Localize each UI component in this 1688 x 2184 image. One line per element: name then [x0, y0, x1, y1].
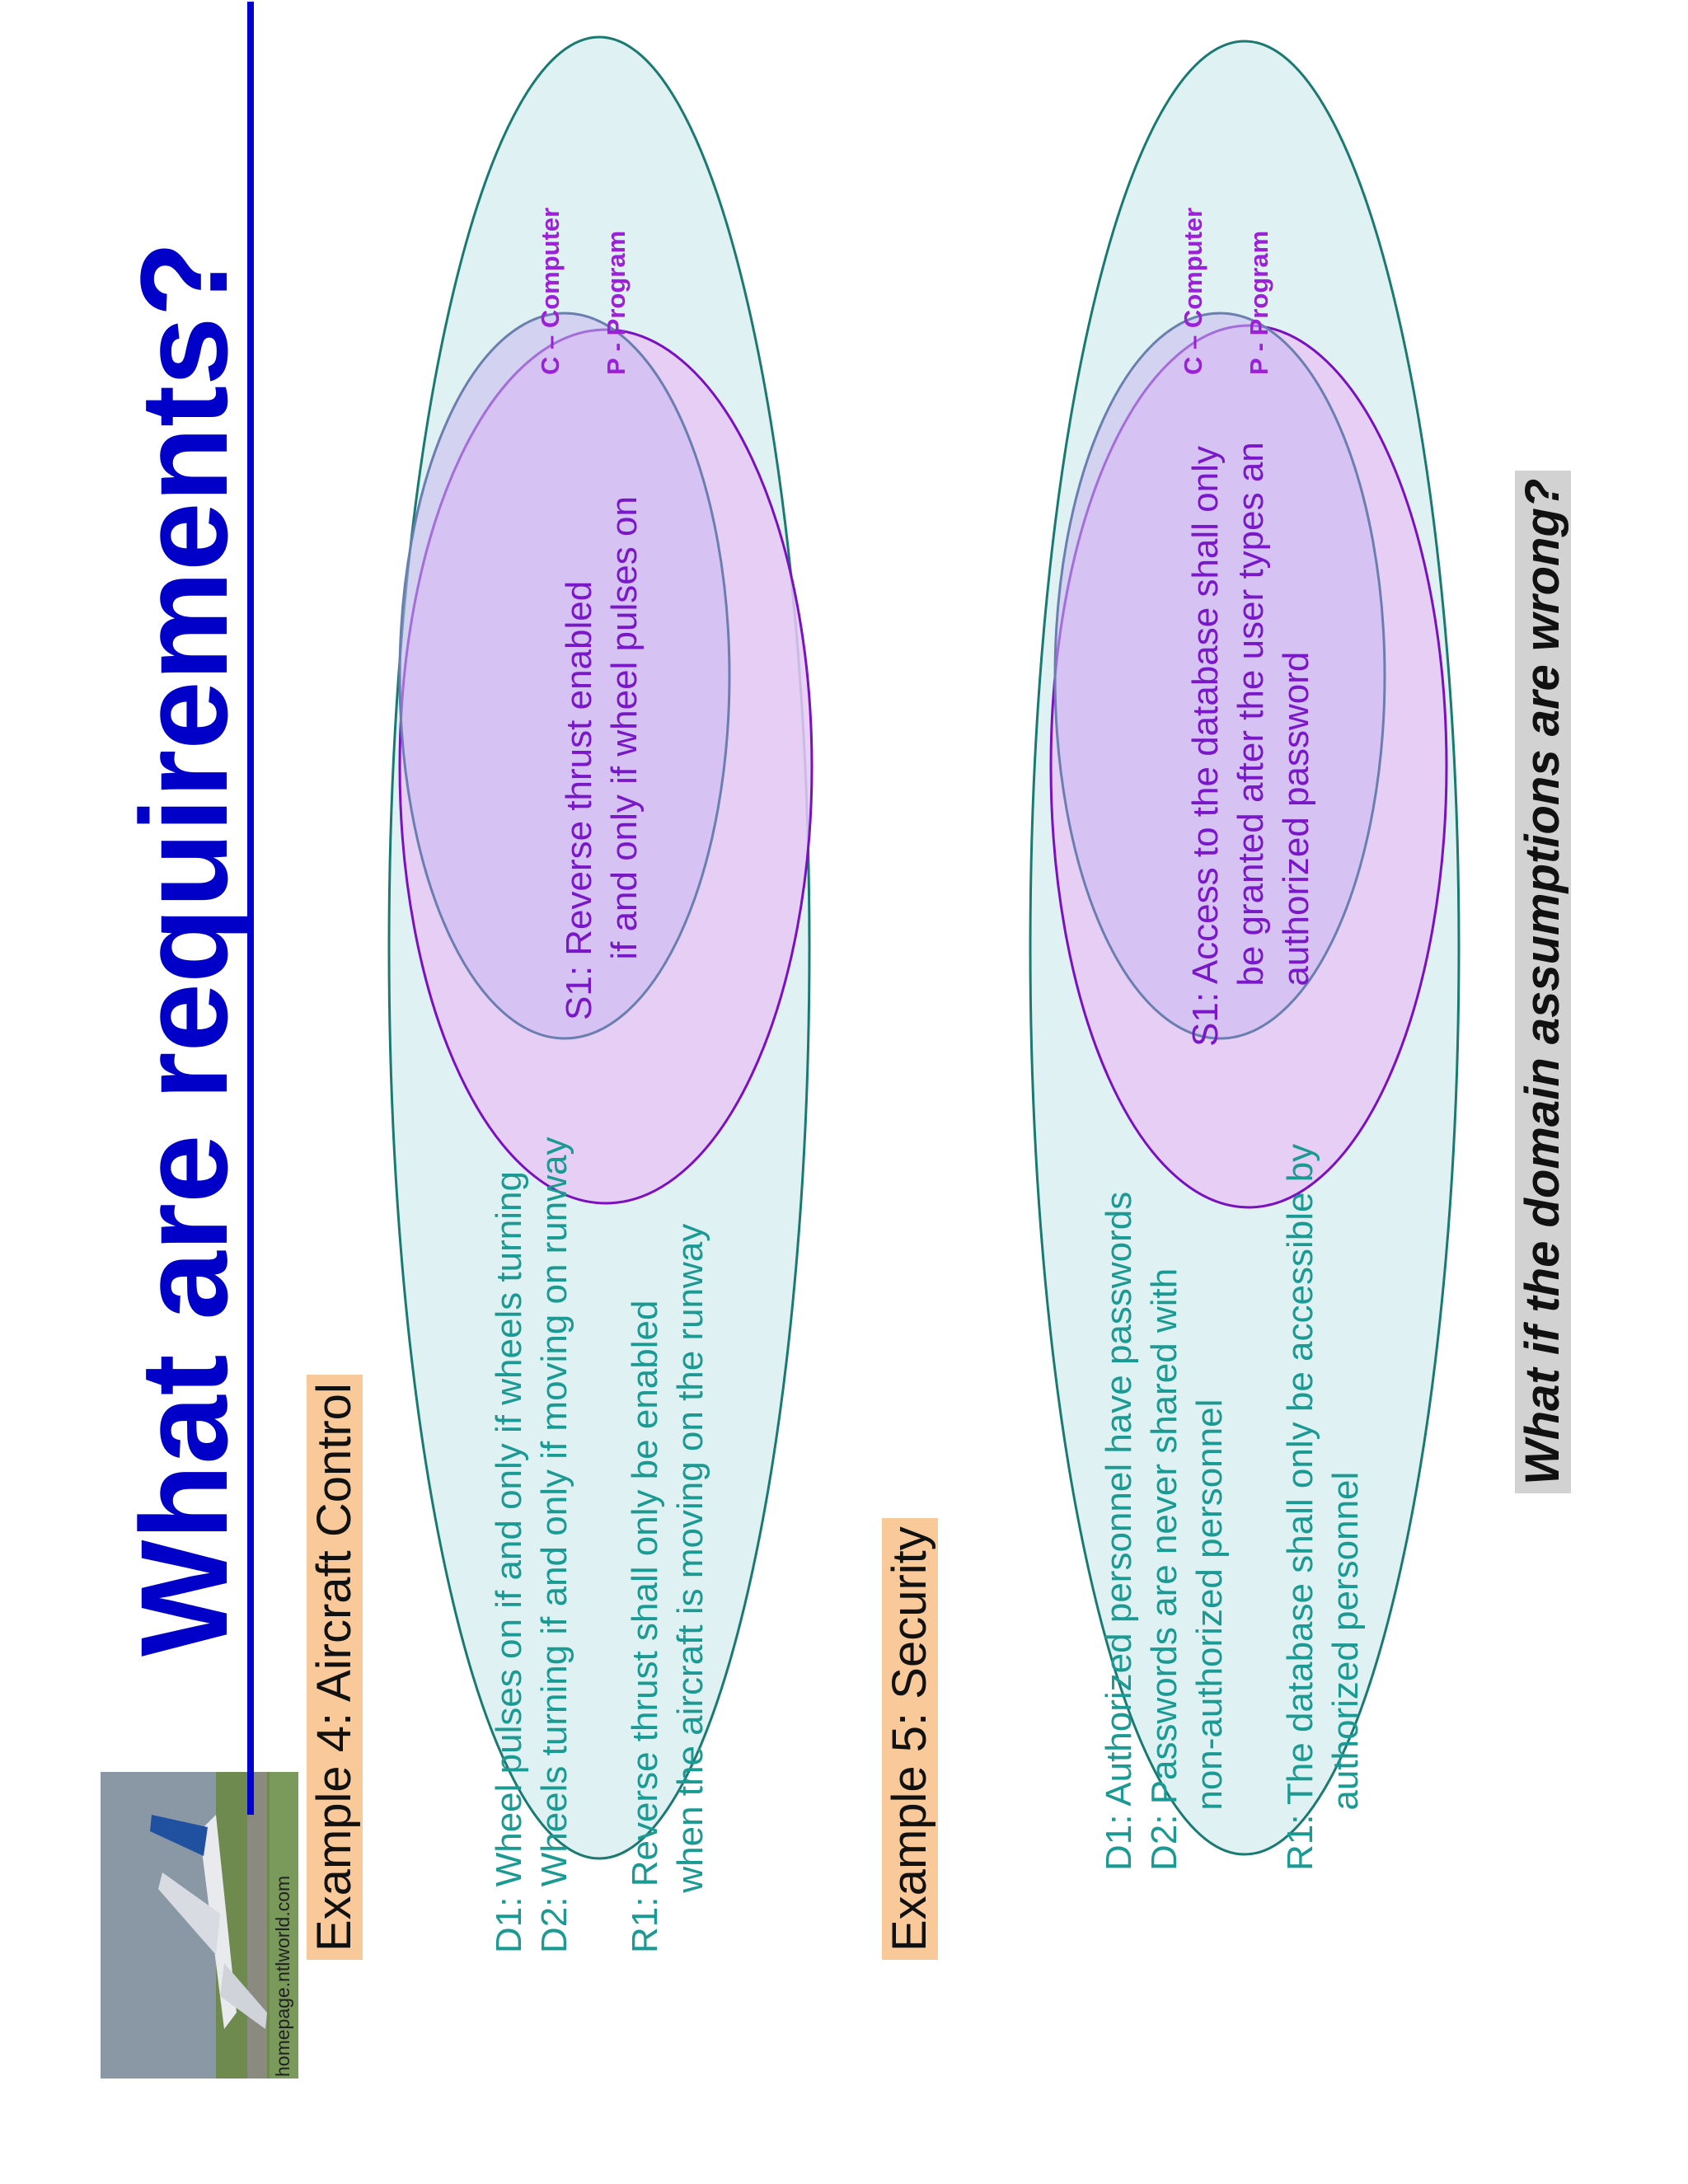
ex5-program-ellipse [1053, 312, 1386, 1040]
example-5-label: Example 5: Security [882, 1518, 938, 1960]
example-4-computer-label: C – Computer [536, 207, 565, 375]
example-4-program-label: P - Program [602, 230, 631, 375]
title-underline [247, 2, 254, 1815]
page-title: What are requirements? [115, 241, 253, 1657]
example-5-computer-label: C – Computer [1179, 207, 1207, 375]
photo-credit: homepage.ntlworld.com [272, 1875, 293, 2077]
closing-question: What if the domain assumptions are wrong… [1515, 470, 1571, 1493]
example-4-requirement: R1: Reverse thrust shall only be enabled… [625, 1223, 710, 1953]
airplane-image [101, 1772, 298, 2079]
example-4-domain-assumptions: D1: Wheel pulses on if and only if wheel… [489, 1137, 574, 1954]
example-5-specification: S1: Access to the database shall only be… [1185, 442, 1316, 1047]
airplane-photo [101, 1772, 298, 2079]
example-5-requirement: R1: The database shall only be accessibl… [1280, 1143, 1366, 1871]
example-5-program-label: P - Program [1245, 230, 1273, 375]
example-4-label: Example 4: Aircraft Control [307, 1375, 363, 1960]
example-4-specification: S1: Reverse thrust enabled if and only i… [559, 496, 645, 1020]
ex4-program-ellipse [398, 312, 731, 1040]
example-5-domain-assumptions: D1: Authorized personnel have passwords … [1099, 1191, 1230, 1871]
